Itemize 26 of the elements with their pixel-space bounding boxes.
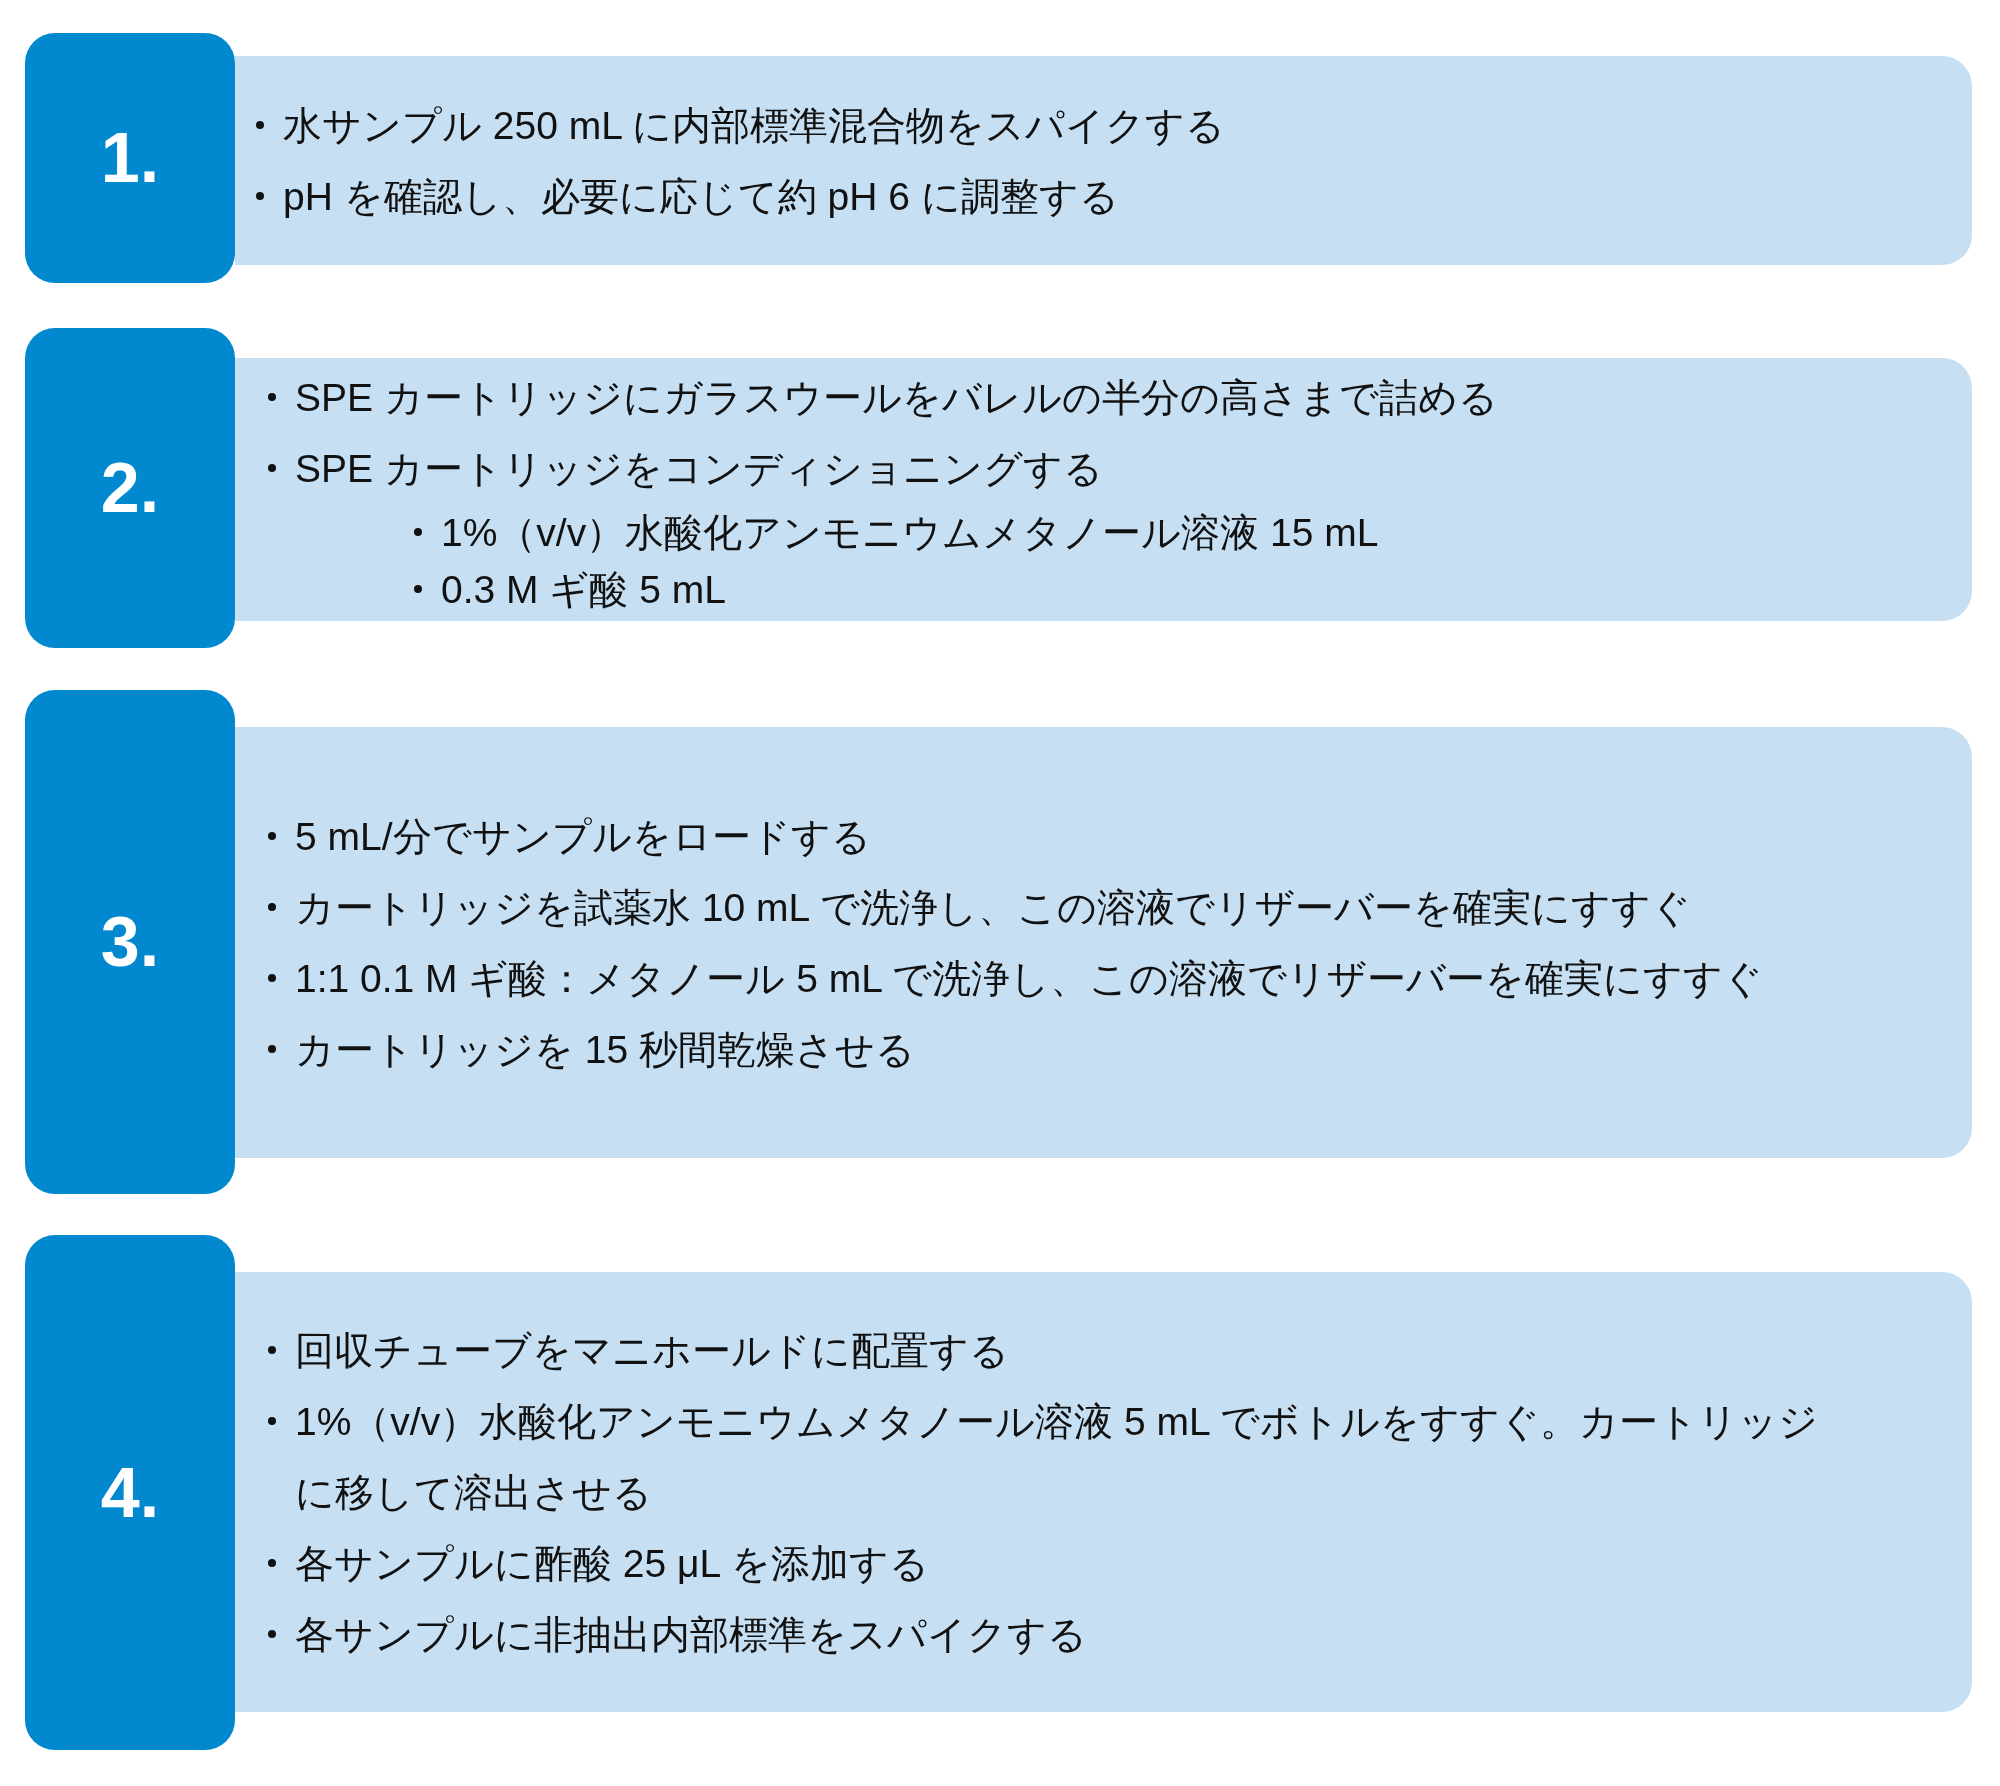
step-number: 1. [100, 123, 160, 193]
instruction-text: 各サンプルに非抽出内部標準をスパイクする [295, 1611, 1087, 1658]
sub-instruction-text: 0.3 M ギ酸 5 mL [441, 566, 726, 613]
instruction-text: 5 mL/分でサンプルをロードする [295, 813, 871, 860]
step-number: 4. [100, 1457, 160, 1528]
step-number: 2. [100, 453, 160, 523]
step-number-tab [25, 33, 235, 283]
step-panel [235, 358, 1972, 621]
step-panel [235, 56, 1972, 265]
instruction-text: 回収チューブをマニホールドに配置する [295, 1327, 1009, 1374]
step-number: 3. [100, 907, 160, 977]
step-panel [235, 1272, 1972, 1712]
instruction-text: SPE カートリッジにガラスウールをバレルの半分の高さまで詰める [295, 374, 1498, 421]
instruction-text: pH を確認し、必要に応じて約 pH 6 に調整する [283, 173, 1119, 220]
instruction-text: 水サンプル 250 mL に内部標準混合物をスパイクする [283, 102, 1226, 149]
step-number-tab [25, 690, 235, 1194]
sub-instruction-text: 1%（v/v）水酸化アンモニウムメタノール溶液 15 mL [441, 509, 1379, 556]
instruction-text: SPE カートリッジをコンディショニングする [295, 445, 1103, 492]
instruction-text: 各サンプルに酢酸 25 μL を添加する [295, 1540, 929, 1587]
instruction-text: カートリッジを 15 秒間乾燥させる [295, 1026, 916, 1073]
instruction-text: 1:1 0.1 M ギ酸：メタノール 5 mL で洗浄し、この溶液でリザーバーを確実にすすぐ [295, 955, 1764, 1002]
instruction-text: カートリッジを試薬水 10 mL で洗浄し、この溶液でリザーバーを確実にすすぐ [295, 884, 1691, 931]
step-panel [235, 727, 1972, 1158]
step-number-tab [25, 1235, 235, 1750]
instruction-text: 1%（v/v）水酸化アンモニウムメタノール溶液 5 mL でボトルをすすぐ。カートリッジに移して溶出させる [295, 1398, 1820, 1516]
step-number-tab [25, 328, 235, 648]
